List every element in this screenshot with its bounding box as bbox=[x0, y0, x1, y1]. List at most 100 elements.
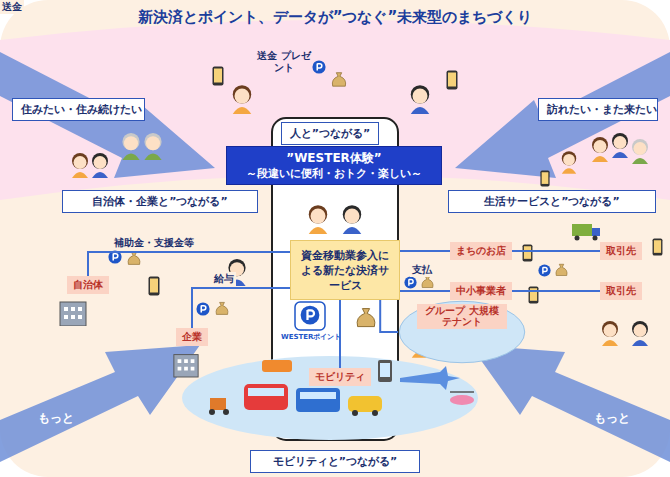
node-text: 自治体 bbox=[73, 278, 103, 292]
drawing-part bbox=[562, 151, 576, 174]
drawing-part bbox=[210, 398, 226, 410]
connector bbox=[400, 290, 450, 292]
drawing-part bbox=[450, 395, 474, 405]
drawing-part bbox=[529, 286, 539, 303]
drawing-part bbox=[380, 363, 390, 377]
drawing-part bbox=[455, 52, 670, 178]
more-label: もっと bbox=[594, 410, 630, 427]
drawing-part bbox=[372, 410, 378, 416]
ellipse-shape bbox=[399, 301, 524, 362]
transfer-note: 送金 プレゼント bbox=[256, 50, 312, 74]
connector bbox=[400, 250, 450, 252]
drawing-part bbox=[223, 409, 229, 415]
connector bbox=[192, 288, 290, 328]
drawing-part bbox=[352, 410, 358, 416]
node-text: ～段違いに便利・おトク・楽しい～ bbox=[233, 167, 435, 181]
party-tag: 自治体 bbox=[67, 276, 109, 294]
edge-label: 支払 bbox=[410, 263, 434, 277]
drawing-part bbox=[216, 302, 228, 314]
diagram-title: 新決済とポイント、データが”つなぐ”未来型のまちづくり bbox=[0, 8, 670, 27]
drawing-part bbox=[400, 366, 460, 390]
drawing-part bbox=[378, 360, 392, 382]
drawing-part bbox=[312, 60, 325, 73]
drawing-part bbox=[411, 85, 429, 114]
drawing-part bbox=[447, 71, 458, 90]
drawing-part bbox=[357, 309, 375, 327]
drawing-part bbox=[450, 391, 474, 393]
connector bbox=[380, 300, 398, 332]
node-text: 取引先 bbox=[606, 244, 636, 258]
drawing-part bbox=[538, 264, 550, 276]
node-text: モビリティ bbox=[315, 370, 365, 384]
party-tag: 中小事業者 bbox=[450, 282, 512, 300]
node-text: 人と”つながる” bbox=[290, 126, 370, 141]
node-text: グループ 大規模テナント bbox=[417, 304, 507, 329]
drawing-part bbox=[295, 302, 325, 330]
tenant-ellipse: グループ 大規模テナント bbox=[398, 300, 526, 364]
connector bbox=[512, 290, 600, 292]
vehicles bbox=[209, 360, 474, 416]
drawing-part bbox=[0, 52, 215, 178]
connect-box: 自治体・企業と”つながる” bbox=[62, 190, 258, 213]
drawing-part bbox=[72, 153, 88, 178]
edge-label: 送金 bbox=[0, 0, 24, 14]
node-text: 資金移動業参入による新たな決済サービス bbox=[297, 248, 393, 293]
drawing-part bbox=[300, 392, 336, 399]
node-text: モビリティと”つながる” bbox=[259, 454, 411, 469]
drawing-part bbox=[523, 244, 533, 261]
drawing-part bbox=[301, 306, 320, 325]
drawing-part bbox=[209, 409, 215, 415]
drawing-part bbox=[593, 236, 598, 241]
drawing-part bbox=[575, 236, 580, 241]
party-tag: まちのお店 bbox=[450, 242, 512, 260]
drawing-part bbox=[233, 85, 251, 114]
drawing-part bbox=[244, 384, 288, 410]
drawing-part bbox=[348, 396, 382, 412]
edge-label: 給与 bbox=[212, 272, 236, 286]
drawing-part bbox=[632, 321, 648, 346]
node-text: 生活サービスと”つながる” bbox=[457, 194, 647, 209]
drawing-part bbox=[309, 205, 327, 234]
drawing-part bbox=[470, 345, 670, 462]
drawing-part bbox=[122, 133, 139, 160]
drawing-part bbox=[248, 388, 284, 396]
drawing-part bbox=[540, 171, 549, 187]
drawing-part bbox=[343, 205, 361, 234]
drawing-part bbox=[422, 276, 433, 287]
drawing-part bbox=[92, 153, 108, 178]
node-text: ”WESTER体験” bbox=[233, 150, 435, 167]
drawing-part bbox=[196, 302, 209, 315]
party-tag: 企業 bbox=[176, 328, 208, 346]
party-tag: 取引先 bbox=[600, 282, 642, 300]
drawing-part bbox=[404, 276, 416, 288]
connector bbox=[88, 252, 290, 276]
logo-text: WESTERポイント bbox=[281, 332, 342, 342]
wish-box: 訪れたい・また来たい bbox=[538, 98, 658, 121]
node-text: まちのお店 bbox=[456, 244, 506, 258]
service-box: 資金移動業参入による新たな決済サービス bbox=[290, 240, 400, 300]
drawing-part bbox=[213, 67, 224, 86]
connect-box: 生活サービスと”つながる” bbox=[448, 190, 656, 213]
node-text: 訪れたい・また来たい bbox=[547, 102, 649, 117]
phones-and-icons bbox=[60, 60, 662, 377]
drawing-part bbox=[60, 302, 86, 326]
drawing-part bbox=[182, 356, 478, 440]
party-tag: 取引先 bbox=[600, 242, 642, 260]
drawing-part bbox=[602, 321, 618, 346]
drawing-part bbox=[653, 238, 663, 255]
people bbox=[72, 85, 648, 360]
mobility-tag: モビリティ bbox=[309, 368, 371, 386]
truck bbox=[572, 224, 600, 241]
big-arrows bbox=[0, 52, 670, 462]
drawing-part bbox=[572, 224, 592, 236]
node-text: 企業 bbox=[182, 330, 202, 344]
drawing-part bbox=[0, 20, 670, 200]
drawing-part bbox=[144, 133, 161, 160]
drawing-part bbox=[592, 137, 608, 162]
drawing-part bbox=[592, 228, 600, 236]
node-text: 自治体・企業と”つながる” bbox=[71, 194, 249, 209]
